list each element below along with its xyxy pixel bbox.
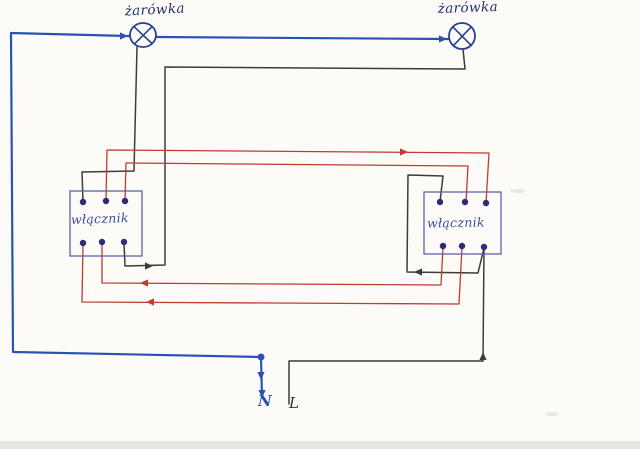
paper-smudge — [510, 189, 526, 193]
terminal-dot — [461, 198, 469, 206]
lamp-right-cross — [453, 26, 472, 46]
paper-smudge — [545, 412, 559, 416]
lamp-left-bulb — [129, 22, 157, 48]
traveler-bottom-2-wire — [81, 242, 463, 305]
terminal-dot — [121, 197, 129, 205]
labels-layer: żarówka żarówka włącznik włącznik N L — [71, 0, 499, 412]
traveler-top-1-wire-arrowhead — [400, 148, 408, 156]
terminal-dot — [102, 197, 110, 205]
scan-edge-shadow — [0, 441, 640, 449]
traveler-top-2-wire — [124, 162, 469, 203]
neutral-feed-wire — [9, 31, 264, 398]
terminal-dot — [482, 199, 490, 207]
terminal-dot — [79, 239, 87, 247]
terminal-dot — [458, 242, 466, 250]
switch-left-label: włącznik — [71, 210, 129, 227]
terminal-dot — [98, 238, 106, 246]
lamp2-switch1-wire — [123, 48, 466, 267]
traveler-top-1-wire — [105, 149, 490, 204]
neutral-feed-wire-arrowhead — [258, 390, 266, 398]
line-feed-wire — [288, 246, 485, 405]
lamp-right-icon — [448, 22, 476, 50]
wires-layer — [9, 31, 490, 405]
switch-right-box — [423, 191, 502, 255]
neutral-link-wire-arrowhead — [439, 35, 447, 43]
terminals-layer — [79, 197, 490, 251]
boxes-layer — [69, 190, 502, 257]
switch-right-label: włącznik — [427, 214, 485, 230]
wire-junction-dot — [257, 353, 265, 361]
switch2-link-wire-arrowhead — [414, 268, 422, 276]
lamp-left-label: żarówka — [123, 0, 185, 19]
lamp-right-label: żarówka — [436, 0, 498, 17]
neutral-label: N — [257, 392, 273, 410]
terminal-dot — [120, 238, 128, 246]
line-feed-wire-arrowhead — [479, 352, 487, 360]
line-label: L — [288, 394, 299, 412]
neutral-feed-wire-arrowhead — [257, 372, 265, 380]
traveler-bottom-2-wire-arrowhead — [146, 298, 154, 306]
lamp2-switch1-wire-arrowhead — [145, 262, 153, 270]
terminal-dot — [79, 198, 87, 206]
neutral-feed-wire-arrowhead — [120, 32, 128, 40]
artifacts-layer — [0, 189, 640, 449]
terminal-dot — [436, 198, 444, 206]
traveler-bottom-1-wire-arrowhead — [140, 279, 148, 287]
terminal-dot — [480, 243, 488, 251]
neutral-link-wire — [155, 35, 450, 41]
lamp-left-cross — [134, 26, 153, 45]
switch-left-box — [69, 190, 143, 257]
lamp1-switch1-wire — [81, 46, 138, 203]
switch2-link-wire — [406, 174, 485, 274]
terminal-dot — [439, 242, 447, 250]
lamp-right-bulb — [448, 22, 476, 50]
traveler-bottom-1-wire — [101, 241, 444, 286]
lamps-layer — [129, 22, 476, 50]
lamp-left-icon — [129, 22, 157, 48]
